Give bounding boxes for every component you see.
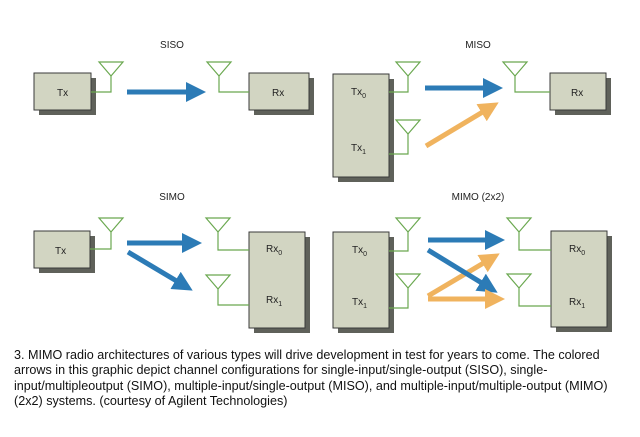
antenna-icon xyxy=(505,273,551,307)
rx1-label: Rx1 xyxy=(569,297,585,310)
rx0-label: Rx0 xyxy=(266,244,282,257)
signal-arrow-blue xyxy=(126,249,193,291)
antenna-icon xyxy=(389,61,422,93)
antenna-icon xyxy=(389,273,422,309)
panel-title-miso: MISO xyxy=(465,40,491,51)
antenna-icon xyxy=(204,217,249,251)
tx0-label: Tx0 xyxy=(351,87,366,100)
signal-arrow-blue xyxy=(426,247,498,293)
rx-label: Rx xyxy=(571,88,583,99)
tx-box: Tx xyxy=(33,72,96,115)
rx-label: Rx xyxy=(272,88,284,99)
panel-simo: SIMO Tx Rx0 Rx1 xyxy=(33,192,310,333)
tx-box: Tx0 Tx1 xyxy=(332,231,394,333)
antenna-icon xyxy=(205,61,249,93)
figure-caption: 3. MIMO radio architectures of various t… xyxy=(14,348,608,409)
signal-arrow-orange xyxy=(426,253,500,299)
panel-miso: MISO Tx0 Tx1 Rx xyxy=(332,40,611,182)
rx-box: Rx xyxy=(248,72,314,115)
antenna-icon xyxy=(389,119,422,155)
tx-box: Tx0 Tx1 xyxy=(332,73,394,182)
panel-mimo: MIMO (2x2) Tx0 Tx1 Rx0 Rx1 xyxy=(332,192,612,333)
antenna-icon xyxy=(501,61,550,93)
panel-siso: SISO Tx Rx xyxy=(33,40,314,115)
antenna-icon xyxy=(90,217,125,250)
panel-title-siso: SISO xyxy=(160,40,184,51)
tx1-label: Tx1 xyxy=(352,297,367,310)
tx-label: Tx xyxy=(57,88,68,99)
signal-arrow-orange xyxy=(424,102,499,149)
rx0-label: Rx0 xyxy=(569,244,585,257)
mimo-architecture-diagram: SISO Tx Rx MISO xyxy=(33,40,612,333)
rx-box: Rx0 Rx1 xyxy=(550,230,612,332)
rx1-label: Rx1 xyxy=(266,295,282,308)
tx1-label: Tx1 xyxy=(351,143,366,156)
tx-label: Tx xyxy=(55,246,66,257)
tx0-label: Tx0 xyxy=(352,245,367,258)
antenna-icon xyxy=(91,61,125,93)
antenna-icon xyxy=(389,217,422,252)
antenna-icon xyxy=(505,217,551,251)
panel-title-mimo: MIMO (2x2) xyxy=(452,192,505,203)
antenna-icon xyxy=(204,274,249,306)
rx-box: Rx0 Rx1 xyxy=(248,231,310,333)
rx-box: Rx xyxy=(549,72,611,115)
panel-title-simo: SIMO xyxy=(159,192,185,203)
tx-box: Tx xyxy=(33,230,95,273)
